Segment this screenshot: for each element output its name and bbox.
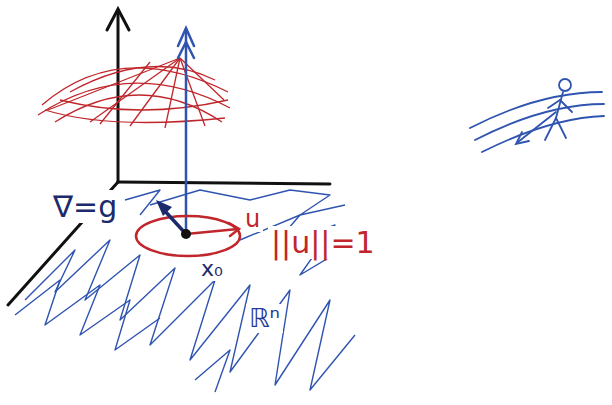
- walker-figure: [470, 79, 604, 152]
- coordinate-axes: [8, 9, 330, 305]
- gradient-arrow: [156, 200, 186, 234]
- direction-arrow: [186, 223, 239, 236]
- point-dot: [181, 229, 191, 239]
- unit-circle: [136, 216, 240, 256]
- point-label: x₀: [198, 257, 226, 281]
- function-surface: [38, 58, 230, 128]
- gradient-label: ∇=g: [50, 190, 120, 223]
- space-label: ℝⁿ: [246, 304, 283, 333]
- norm-label: ||u||=1: [268, 226, 378, 259]
- vector-label: u: [242, 206, 263, 232]
- normal-arrow: [178, 28, 194, 232]
